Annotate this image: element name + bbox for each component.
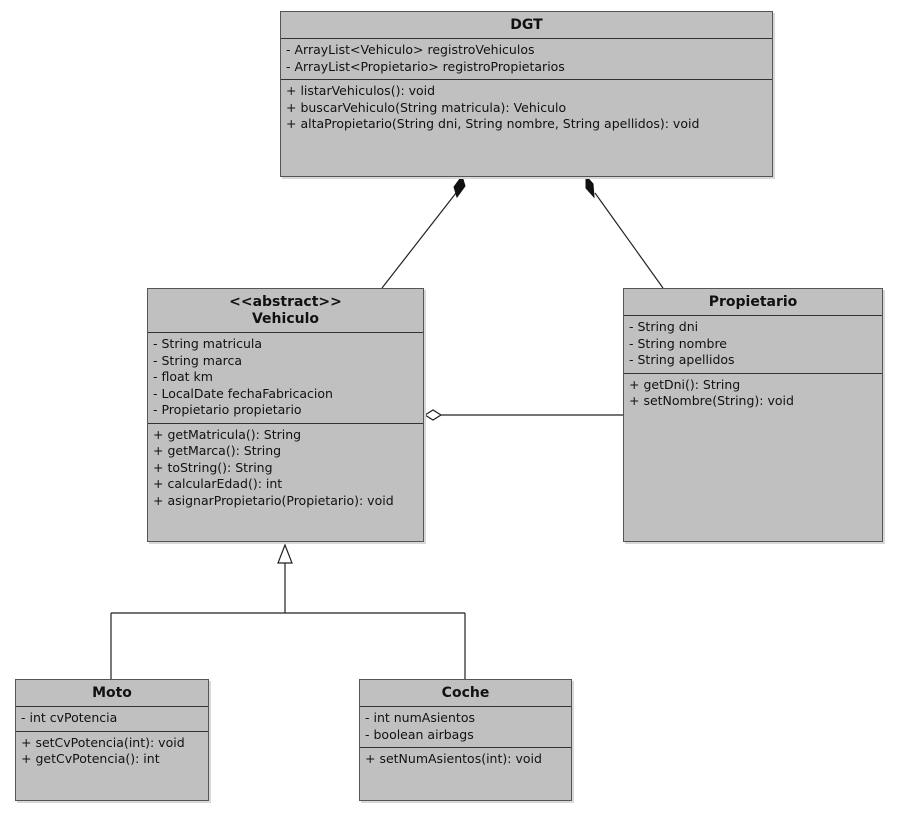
method: + setCvPotencia(int): void [21,734,185,750]
inheritance-triangle-icon [277,543,293,564]
aggregation-vehiculo-propietario [423,409,623,421]
generalization-tree [110,543,466,679]
method: + altaPropietario(String dni, String nom… [286,116,700,131]
stereotype: <<abstract>> [229,294,342,310]
class-propietario[interactable]: Propietario - String dni - String nombre… [623,288,883,542]
method: + setNumAsientos(int): void [365,751,542,766]
method: + calcularEdad(): int [153,476,283,491]
method: + asignarPropietario(Propietario): void [153,492,394,508]
composition-diamond-icon [453,174,466,199]
attribute: - float km [153,369,213,384]
attributes-section: - int cvPotencia [16,707,208,732]
class-vehiculo[interactable]: <<abstract>> Vehiculo - String matricula… [147,288,424,542]
attribute: - ArrayList<Propietario> registroPropiet… [286,58,565,74]
composition-diamond-icon [585,174,595,199]
class-dgt[interactable]: DGT - ArrayList<Vehiculo> registroVehicu… [280,11,773,177]
method: + getDni(): String [629,376,741,392]
method: + getMarca(): String [153,443,282,458]
attributes-section: - String matricula - String marca - floa… [148,333,423,424]
method: + getCvPotencia(): int [21,751,160,766]
attribute: - int cvPotencia [21,710,118,725]
class-name: Moto [16,680,208,707]
methods-section: + setNumAsientos(int): void [360,748,571,772]
composition-dgt-vehiculo [381,174,466,289]
attribute: - int numAsientos [365,710,475,725]
method: + toString(): String [153,459,273,475]
composition-dgt-propietario [585,174,664,289]
class-header: <<abstract>> Vehiculo [148,289,423,333]
attributes-section: - ArrayList<Vehiculo> registroVehiculos … [281,39,772,80]
methods-section: + listarVehiculos(): void + buscarVehicu… [281,80,772,137]
attribute: - String apellidos [629,352,735,367]
attribute: - ArrayList<Vehiculo> registroVehiculos [286,42,535,57]
methods-section: + setCvPotencia(int): void + getCvPotenc… [16,732,208,772]
attribute: - Propietario propietario [153,402,302,417]
aggregation-diamond-icon [423,409,443,421]
attribute: - boolean airbags [365,726,474,742]
class-name: Coche [360,680,571,707]
method: + getMatricula(): String [153,426,302,442]
class-name: Vehiculo [251,311,319,327]
attribute: - String marca [153,352,242,368]
method: + buscarVehiculo(String matricula): Vehi… [286,99,567,115]
attribute: - LocalDate fechaFabricacion [153,385,333,401]
attributes-section: - String dni - String nombre - String ap… [624,316,882,374]
attribute: - String dni [629,319,699,334]
attributes-section: - int numAsientos - boolean airbags [360,707,571,748]
class-moto[interactable]: Moto - int cvPotencia + setCvPotencia(in… [15,679,209,801]
attribute: - String nombre [629,335,727,351]
class-name: Propietario [624,289,882,316]
class-coche[interactable]: Coche - int numAsientos - boolean airbag… [359,679,572,801]
attribute: - String matricula [153,336,263,351]
method: + setNombre(String): void [629,393,794,408]
methods-section: + getMatricula(): String + getMarca(): S… [148,424,423,514]
class-name: DGT [281,12,772,39]
methods-section: + getDni(): String + setNombre(String): … [624,374,882,414]
method: + listarVehiculos(): void [286,83,436,98]
